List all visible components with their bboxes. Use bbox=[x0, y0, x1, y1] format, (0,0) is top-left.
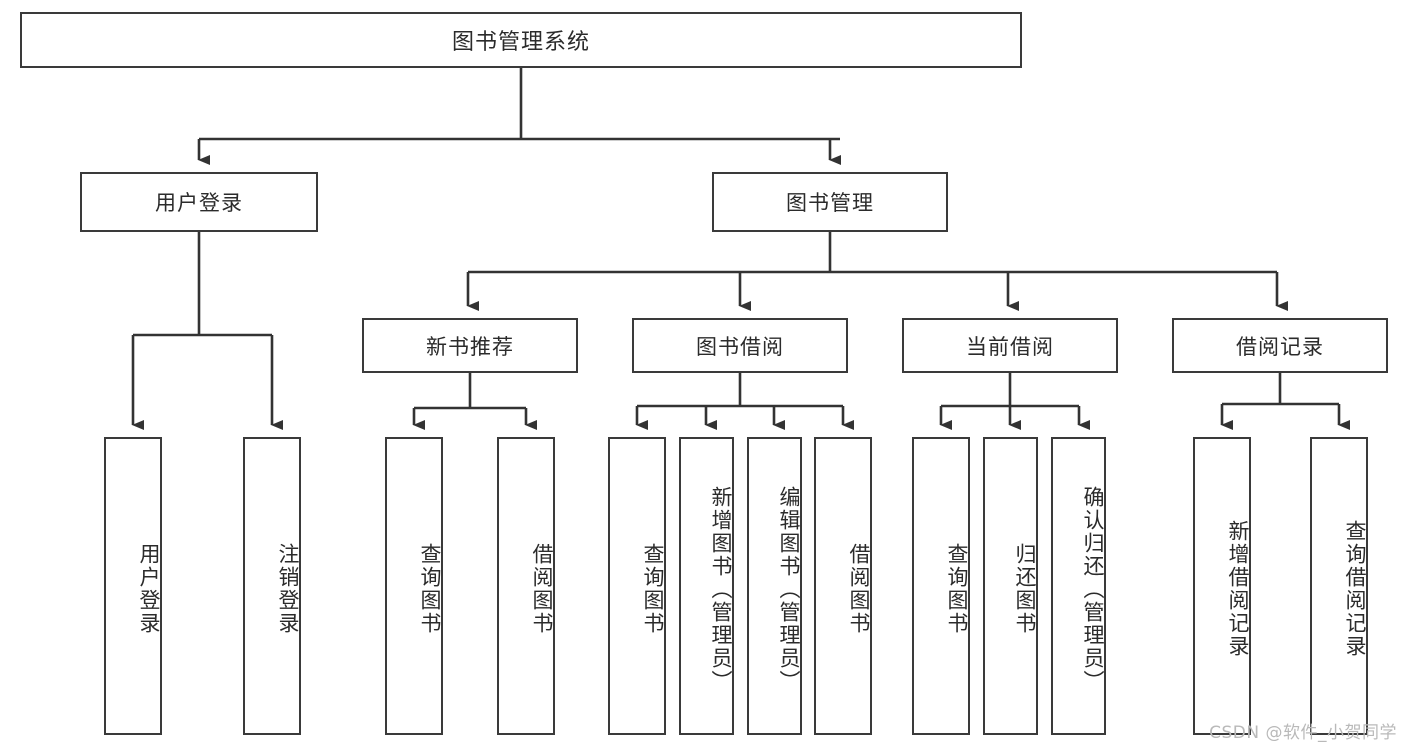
node-label: 借阅图书 bbox=[530, 543, 554, 635]
node-root-system[interactable]: 图书管理系统 bbox=[20, 12, 1022, 68]
leaf-return-book[interactable]: 归还图书 bbox=[983, 437, 1038, 735]
leaf-add-borrow-record[interactable]: 新增借阅记录 bbox=[1193, 437, 1251, 735]
node-book-borrow[interactable]: 图书借阅 bbox=[632, 318, 848, 373]
node-label: 图书借阅 bbox=[696, 334, 784, 359]
leaf-user-login[interactable]: 用户登录 bbox=[104, 437, 162, 735]
node-label: 新增借阅记录 bbox=[1226, 520, 1250, 658]
leaf-confirm-return-admin[interactable]: 确认归还（管理员） bbox=[1051, 437, 1106, 735]
leaf-add-book-admin[interactable]: 新增图书（管理员） bbox=[679, 437, 734, 735]
node-label: 用户登录 bbox=[137, 543, 161, 635]
leaf-borrow-book[interactable]: 借阅图书 bbox=[814, 437, 872, 735]
node-label: 查询借阅记录 bbox=[1343, 520, 1367, 658]
node-label: 图书管理 bbox=[786, 191, 874, 215]
node-label: 图书管理系统 bbox=[451, 30, 590, 55]
node-current-borrow[interactable]: 当前借阅 bbox=[902, 318, 1118, 373]
leaf-query-book-borrow[interactable]: 查询图书 bbox=[608, 437, 666, 735]
node-label: 用户登录 bbox=[155, 191, 243, 215]
leaf-query-borrow-record[interactable]: 查询借阅记录 bbox=[1310, 437, 1368, 735]
leaf-edit-book-admin[interactable]: 编辑图书（管理员） bbox=[747, 437, 802, 735]
node-label: 新增图书（管理员） bbox=[709, 485, 733, 693]
watermark-text: CSDN @软件_小贺同学 bbox=[1209, 723, 1397, 743]
node-label: 借阅图书 bbox=[847, 543, 871, 635]
node-borrow-record[interactable]: 借阅记录 bbox=[1172, 318, 1388, 373]
node-label: 借阅记录 bbox=[1236, 334, 1324, 359]
node-label: 查询图书 bbox=[945, 543, 969, 635]
leaf-query-book-recommend[interactable]: 查询图书 bbox=[385, 437, 443, 735]
node-new-book-recommend[interactable]: 新书推荐 bbox=[362, 318, 578, 373]
node-label: 归还图书 bbox=[1013, 543, 1037, 635]
node-label: 查询图书 bbox=[641, 543, 665, 635]
leaf-query-book-current[interactable]: 查询图书 bbox=[912, 437, 970, 735]
node-label: 确认归还（管理员） bbox=[1081, 485, 1105, 693]
node-label: 编辑图书（管理员） bbox=[777, 485, 801, 693]
node-label: 注销登录 bbox=[276, 543, 300, 635]
node-book-management[interactable]: 图书管理 bbox=[712, 172, 948, 232]
node-user-login[interactable]: 用户登录 bbox=[80, 172, 318, 232]
node-label: 新书推荐 bbox=[426, 334, 514, 359]
leaf-borrow-book-recommend[interactable]: 借阅图书 bbox=[497, 437, 555, 735]
node-label: 当前借阅 bbox=[966, 334, 1054, 359]
node-label: 查询图书 bbox=[418, 543, 442, 635]
leaf-logout-login[interactable]: 注销登录 bbox=[243, 437, 301, 735]
